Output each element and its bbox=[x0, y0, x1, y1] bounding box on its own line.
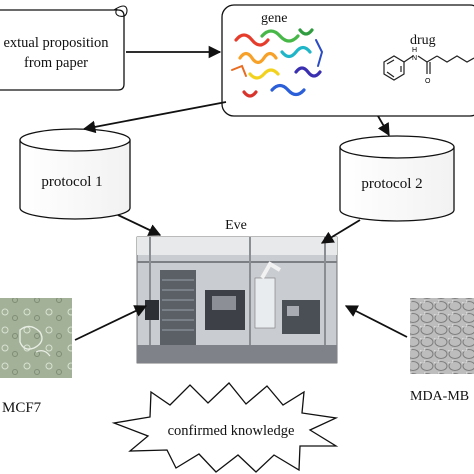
arrow-gene-to-protocol1 bbox=[82, 101, 227, 134]
drug-label: drug bbox=[410, 33, 436, 48]
protein-structure-image bbox=[231, 28, 324, 98]
paper-proposition-node: extual proposition from paper bbox=[0, 5, 128, 91]
cylinder-icon bbox=[19, 140, 131, 220]
confirmed-knowledge-node: confirmed knowledge bbox=[111, 382, 339, 473]
protocol-2-label: protocol 2 bbox=[361, 176, 422, 192]
molecule-structure-image bbox=[383, 55, 474, 81]
mcf7-label: MCF7 bbox=[2, 400, 42, 416]
arrow-protocol1-to-eve bbox=[117, 214, 162, 236]
paper-proposition-line2: from paper bbox=[24, 55, 88, 71]
molecule-o-atom: O bbox=[425, 78, 431, 85]
arrow-gene-to-protocol2 bbox=[377, 115, 390, 137]
molecule-n-atom: N bbox=[412, 55, 417, 62]
eve-label: Eve bbox=[225, 218, 247, 233]
arrow-mdamb-to-eve bbox=[344, 305, 408, 338]
confirmed-knowledge-label: confirmed knowledge bbox=[168, 423, 295, 439]
cylinder-icon bbox=[339, 147, 455, 222]
mda-mb-label: MDA-MB bbox=[410, 389, 469, 404]
protocol-1-node: protocol 1 bbox=[19, 128, 131, 220]
cell-micrograph-image bbox=[0, 298, 72, 378]
arrow-protocol2-to-eve bbox=[320, 219, 361, 244]
scroll-icon bbox=[0, 9, 125, 91]
starburst-icon bbox=[111, 382, 339, 473]
molecule-h-atom: H bbox=[412, 47, 417, 54]
gene-drug-node: gene drug H bbox=[221, 4, 474, 117]
lab-robot-photo bbox=[136, 236, 338, 364]
mda-mb-cell-image bbox=[410, 298, 474, 374]
cell-micrograph-image bbox=[410, 298, 474, 374]
protocol-2-node: protocol 2 bbox=[339, 135, 455, 222]
mcf7-cell-image bbox=[0, 298, 72, 378]
paper-proposition-line1: extual proposition bbox=[3, 35, 109, 51]
gene-label: gene bbox=[261, 11, 287, 26]
arrow-mcf7-to-eve bbox=[74, 305, 148, 341]
protocol-1-label: protocol 1 bbox=[41, 174, 102, 190]
